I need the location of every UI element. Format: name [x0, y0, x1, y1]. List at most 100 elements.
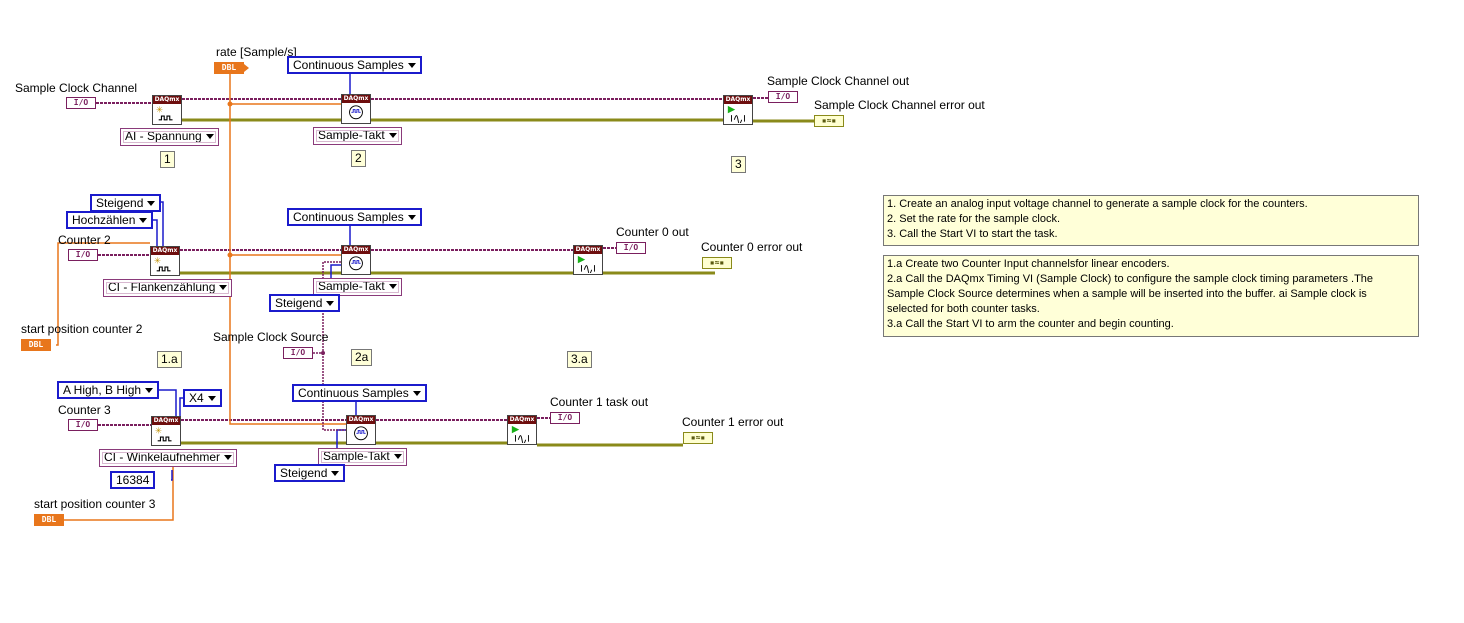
sample-clock-channel-label: Sample Clock Channel: [15, 81, 138, 95]
sample-mode-ring-1[interactable]: Continuous Samples: [287, 56, 422, 74]
chevron-down-icon: [219, 285, 228, 290]
counter0-error-out-terminal[interactable]: ▪≈▪: [702, 257, 732, 269]
ring-text: Hochzählen: [72, 213, 136, 227]
note-line: selected for both counter tasks.: [887, 303, 1040, 315]
chevron-down-icon: [326, 301, 335, 306]
task-wire-row1: [96, 97, 768, 104]
ring-text: Steigend: [275, 296, 323, 310]
z-index-phase-ring[interactable]: A High, B High: [57, 381, 160, 399]
counter1-error-out-label: Counter 1 error out: [682, 415, 784, 429]
edge-ring-2[interactable]: Steigend: [269, 294, 341, 312]
vi-header: DAQmx: [724, 96, 752, 104]
counter2-terminal[interactable]: I/O: [68, 249, 98, 261]
chevron-down-icon: [388, 284, 397, 289]
start-position-counter3-terminal[interactable]: DBL: [34, 514, 64, 526]
timing-type-ring-1[interactable]: Sample-Takt: [313, 127, 402, 145]
error-type-text: ▪≈▪: [690, 433, 706, 442]
counter1-error-out-terminal[interactable]: ▪≈▪: [683, 432, 713, 444]
svg-text:✳: ✳: [154, 256, 161, 265]
ring-text: AI - Spannung: [125, 129, 202, 143]
io-type-text: I/O: [290, 348, 306, 357]
start-position-counter2-terminal[interactable]: DBL: [21, 339, 51, 351]
sample-clock-source-label: Sample Clock Source: [213, 330, 329, 344]
svg-text:✳: ✳: [155, 426, 162, 435]
counter0-out-terminal[interactable]: I/O: [616, 242, 646, 254]
chevron-down-icon: [412, 391, 421, 396]
play-icon: [727, 105, 745, 123]
ring-text: A High, B High: [63, 383, 142, 397]
clock-icon: [349, 256, 363, 271]
start-task-vi-3[interactable]: DAQmx: [507, 415, 537, 445]
pulses-per-rev-constant[interactable]: 16384: [110, 471, 156, 489]
create-channel-vi-1[interactable]: DAQmx ✳: [152, 95, 182, 125]
sample-clock-channel-error-out-terminal[interactable]: ▪≈▪: [814, 115, 844, 127]
chevron-down-icon: [393, 454, 402, 459]
ring-text: CI - Winkelaufnehmer: [104, 450, 221, 464]
counter1-task-out-terminal[interactable]: I/O: [550, 412, 580, 424]
counter3-label: Counter 3: [58, 403, 111, 417]
io-type-text: I/O: [73, 98, 89, 107]
step-1-label: 1: [160, 151, 175, 168]
counter3-terminal[interactable]: I/O: [68, 419, 98, 431]
ring-text: X4: [189, 391, 204, 405]
note-line: 3. Call the Start VI to start the task.: [887, 228, 1058, 240]
io-type-text: I/O: [75, 250, 91, 259]
ring-text: Continuous Samples: [293, 58, 404, 72]
chevron-down-icon: [207, 396, 216, 401]
vi-header: DAQmx: [151, 247, 179, 255]
edge-ring-1[interactable]: Steigend: [90, 194, 162, 212]
note-line: 1.a Create two Counter Input channelsfor…: [887, 258, 1170, 270]
vi-header: DAQmx: [153, 96, 181, 104]
sample-mode-ring-3[interactable]: Continuous Samples: [292, 384, 427, 402]
start-task-vi-1[interactable]: DAQmx: [723, 95, 753, 125]
edge-ring-3[interactable]: Steigend: [274, 464, 346, 482]
sample-clock-channel-error-out-label: Sample Clock Channel error out: [814, 98, 985, 112]
ci-edge-count-ring[interactable]: CI - Flankenzählung: [103, 279, 233, 297]
timing-vi-1[interactable]: DAQmx: [341, 94, 371, 124]
sample-clock-source-terminal[interactable]: I/O: [283, 347, 313, 359]
start-position-counter3-label: start position counter 3: [34, 497, 156, 511]
chevron-down-icon: [224, 455, 233, 460]
clock-icon: [349, 105, 363, 120]
io-type-text: I/O: [557, 413, 573, 422]
vi-header: DAQmx: [342, 246, 370, 254]
ring-text: Sample-Takt: [318, 279, 385, 293]
decoding-type-ring[interactable]: X4: [183, 389, 222, 407]
sample-clock-channel-terminal[interactable]: I/O: [66, 97, 96, 109]
vi-header: DAQmx: [342, 95, 370, 103]
start-task-vi-2[interactable]: DAQmx: [573, 245, 603, 275]
sample-mode-ring-2[interactable]: Continuous Samples: [287, 208, 422, 226]
comment-note-1: 1. Create an analog input voltage channe…: [883, 195, 1419, 246]
counter1-task-out-label: Counter 1 task out: [550, 395, 649, 409]
play-icon: [577, 255, 595, 273]
sample-clock-channel-out-terminal[interactable]: I/O: [768, 91, 798, 103]
task-wire-row3: [98, 417, 550, 426]
io-type-text: I/O: [75, 420, 91, 429]
rate-label: rate [Sample/s]: [216, 45, 297, 59]
play-icon: [511, 425, 529, 443]
count-direction-ring[interactable]: Hochzählen: [66, 211, 154, 229]
error-type-text: ▪≈▪: [821, 116, 837, 125]
rate-terminal[interactable]: DBL: [214, 62, 249, 74]
vi-header: DAQmx: [508, 416, 536, 424]
counter0-error-out-label: Counter 0 error out: [701, 240, 803, 254]
chevron-down-icon: [147, 201, 156, 206]
error-type-text: ▪≈▪: [709, 258, 725, 267]
ci-angular-encoder-ring[interactable]: CI - Winkelaufnehmer: [99, 449, 238, 467]
create-channel-vi-3[interactable]: DAQmx ✳: [151, 416, 181, 446]
io-type-text: I/O: [623, 243, 639, 252]
create-channel-vi-2[interactable]: DAQmx ✳: [150, 246, 180, 276]
note-line: 3.a Call the Start VI to arm the counter…: [887, 318, 1174, 330]
ai-voltage-ring[interactable]: AI - Spannung: [120, 128, 219, 146]
timing-type-ring-2[interactable]: Sample-Takt: [313, 278, 402, 296]
dbl-type-text: DBL: [28, 340, 44, 349]
chevron-down-icon: [388, 133, 397, 138]
timing-vi-3[interactable]: DAQmx: [346, 415, 376, 445]
dbl-type-text: DBL: [41, 515, 57, 524]
vi-header: DAQmx: [347, 416, 375, 424]
timing-vi-2[interactable]: DAQmx: [341, 245, 371, 275]
chevron-down-icon: [407, 215, 416, 220]
timing-type-ring-3[interactable]: Sample-Takt: [318, 448, 407, 466]
note-line: Sample Clock Source determines when a sa…: [887, 288, 1367, 300]
